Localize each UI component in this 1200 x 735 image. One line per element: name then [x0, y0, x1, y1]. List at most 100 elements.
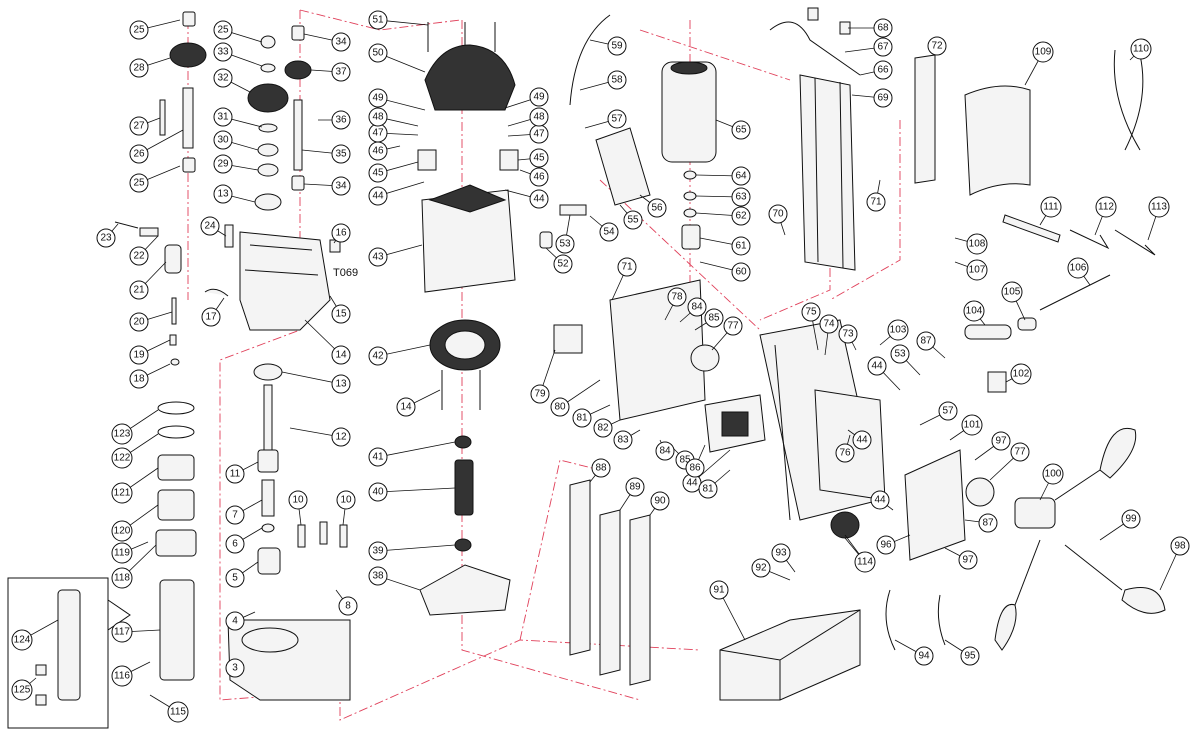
- callout-bubble: [331, 304, 351, 324]
- callout-number: 25: [133, 178, 145, 189]
- magnet-base: [719, 589, 946, 701]
- part-shape-15: [239, 231, 331, 331]
- callout-number: 91: [713, 585, 725, 596]
- callout-115: 115: [167, 701, 189, 723]
- callout-bubble: [129, 20, 149, 40]
- part-shape-10b: [339, 524, 348, 548]
- callout-110: 110: [1130, 38, 1152, 60]
- part-shape-62: [683, 208, 697, 218]
- callout-bubble: [751, 558, 771, 578]
- callout-bubble: [111, 542, 133, 564]
- callout-bubble: [709, 580, 729, 600]
- callout-14-1: 14: [396, 397, 416, 417]
- callout-bubble: [213, 107, 233, 127]
- callout-number: 11: [230, 469, 241, 480]
- callout-113: 113: [1148, 196, 1170, 218]
- callout-bubble: [613, 430, 633, 450]
- part-shape-90: [629, 514, 651, 686]
- callout-15: 15: [331, 304, 351, 324]
- part-shape-52: [539, 231, 553, 249]
- callout-number: 124: [14, 635, 31, 646]
- callout-43: 43: [368, 247, 388, 267]
- callout-number: 44: [856, 435, 868, 446]
- callout-bubble: [593, 418, 613, 438]
- callout-bubble: [591, 458, 611, 478]
- callout-number: 41: [372, 452, 384, 463]
- callout-95: 95: [960, 646, 980, 666]
- callout-bubble: [129, 173, 149, 193]
- callout-93: 93: [771, 543, 791, 563]
- callout-number: 119: [114, 548, 130, 559]
- callout-bubble: [368, 482, 388, 502]
- callout-number: 97: [962, 555, 974, 566]
- callout-group: 3456781010111213131414141516171819202122…: [11, 10, 1190, 723]
- callout-bubble: [129, 345, 149, 365]
- callout-number: 55: [627, 215, 639, 226]
- callout-bubble: [916, 331, 936, 351]
- callout-number: 14: [335, 350, 347, 361]
- callout-68: 68: [873, 18, 893, 38]
- callout-number: 99: [1125, 514, 1137, 525]
- callout-57-1: 57: [938, 401, 958, 421]
- callout-bubble: [225, 611, 245, 631]
- callout-bubble: [213, 42, 233, 62]
- callout-number: 53: [559, 239, 571, 250]
- callout-bubble: [927, 36, 947, 56]
- callout-bubble: [650, 491, 670, 511]
- callout-bubble: [225, 505, 245, 525]
- callout-87-1: 87: [978, 513, 998, 533]
- part-shape-22: [139, 227, 159, 237]
- callout-number: 113: [1151, 202, 1167, 213]
- callout-97-1: 97: [958, 550, 978, 570]
- part-shape-99: [1064, 544, 1123, 591]
- callout-number: 14: [400, 402, 412, 413]
- part-shape-113: [1114, 229, 1156, 256]
- callout-66: 66: [873, 60, 893, 80]
- callout-67: 67: [873, 37, 893, 57]
- callout-59: 59: [607, 36, 627, 56]
- callout-number: 123: [114, 429, 131, 440]
- callout-bubble: [731, 236, 751, 256]
- callout-98: 98: [1170, 536, 1190, 556]
- callout-bubble: [599, 222, 619, 242]
- callout-number: 65: [735, 125, 747, 136]
- callout-62: 62: [731, 206, 751, 226]
- callout-number: 85: [708, 313, 720, 324]
- part-shape-98a: [1099, 428, 1137, 479]
- callout-bubble: [11, 629, 33, 651]
- callout-number: 8: [345, 601, 351, 612]
- part-shape-104: [964, 324, 1012, 340]
- bushing-stack: [7, 401, 197, 729]
- callout-23: 23: [96, 228, 116, 248]
- callout-40: 40: [368, 482, 388, 502]
- callout-number: 101: [964, 420, 981, 431]
- callout-bubble: [866, 192, 886, 212]
- part-shape-7: [261, 479, 275, 517]
- callout-number: 94: [918, 651, 930, 662]
- callout-number: 117: [114, 627, 130, 638]
- callout-number: 87: [920, 336, 932, 347]
- callout-25: 25: [129, 20, 149, 40]
- callout-bubble: [555, 234, 575, 254]
- callout-bubble: [368, 346, 388, 366]
- part-shape-114: [830, 511, 860, 539]
- callout-22: 22: [129, 246, 149, 266]
- callout-bubble: [111, 447, 133, 469]
- callout-44-4: 44: [870, 490, 890, 510]
- callout-bubble: [838, 324, 858, 344]
- callout-number: 15: [335, 309, 347, 320]
- callout-96: 96: [876, 535, 896, 555]
- callout-65: 65: [731, 120, 751, 140]
- callout-number: 107: [969, 265, 986, 276]
- callout-number: 54: [603, 227, 615, 238]
- callout-bubble: [958, 550, 978, 570]
- callout-number: 75: [805, 307, 817, 318]
- callout-19: 19: [129, 345, 149, 365]
- part-shape-33: [260, 63, 276, 73]
- callout-number: 19: [133, 350, 145, 361]
- callout-number: 96: [880, 540, 892, 551]
- callout-number: 77: [1014, 447, 1026, 458]
- callout-bubble: [368, 541, 388, 561]
- callout-87: 87: [916, 331, 936, 351]
